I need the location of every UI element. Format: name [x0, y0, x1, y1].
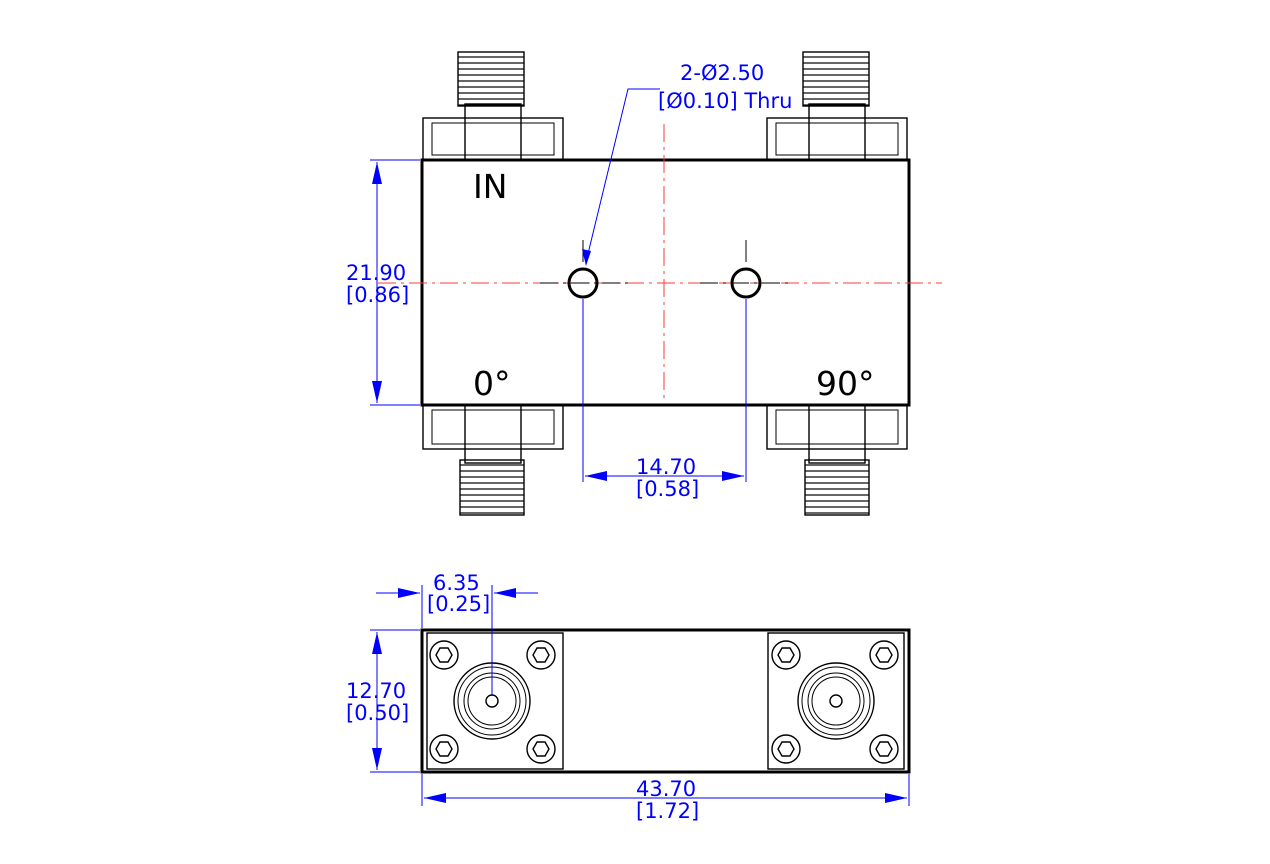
port-label-in: IN: [473, 167, 507, 206]
sma-port-right: [797, 662, 875, 740]
screw-left-bl: [429, 734, 459, 764]
screw-right-bl: [771, 734, 801, 764]
connector-bottom-right: [766, 404, 908, 516]
height-dimension-side: 12.70 [0.50]: [346, 629, 420, 773]
height-dim-in: [0.86]: [346, 283, 409, 307]
mounting-hole-right: [730, 267, 762, 299]
screw-right-br: [869, 734, 899, 764]
flange-right: [767, 632, 905, 770]
hole-spacing-mm: 14.70: [636, 455, 696, 479]
connector-offset-dimension: 6.35 [0.25]: [376, 571, 538, 696]
offset-dim-in: [0.25]: [427, 592, 490, 616]
connector-bottom-left: [422, 404, 564, 516]
height-dim-mm: 21.90: [346, 261, 406, 285]
width-dim-mm: 43.70: [636, 777, 696, 801]
hole-spacing-dimension: 14.70 [0.58]: [582, 299, 747, 501]
mounting-hole-left: [567, 267, 599, 299]
screw-right-tr: [869, 640, 899, 670]
hole-callout: 2-Ø2.50 [Ø0.10] Thru: [582, 61, 792, 266]
offset-dim-mm: 6.35: [433, 571, 480, 595]
port-label-0deg: 0°: [473, 364, 511, 403]
side-view-body: [420, 628, 911, 774]
top-view: IN 0° 90° 2-Ø2.50 [Ø0.10] Thru 21.90 [0.…: [346, 51, 942, 516]
width-dim-in: [1.72]: [636, 799, 699, 823]
width-dimension: 43.70 [1.72]: [421, 774, 910, 823]
side-view: 6.35 [0.25] 12.70 [0.50] 43.70 [1.72]: [346, 571, 911, 823]
screw-left-tl: [429, 640, 459, 670]
port-label-90deg: 90°: [816, 364, 875, 403]
hole-callout-line1: 2-Ø2.50: [680, 61, 764, 85]
side-height-mm: 12.70: [346, 679, 406, 703]
connector-top-left: [422, 51, 564, 161]
flange-left: [426, 632, 564, 770]
hole-callout-line2: [Ø0.10] Thru: [658, 89, 792, 113]
height-dimension-top: 21.90 [0.86]: [346, 159, 420, 406]
side-height-in: [0.50]: [346, 701, 409, 725]
screw-left-tr: [526, 640, 556, 670]
screw-left-br: [526, 734, 556, 764]
hole-spacing-in: [0.58]: [636, 477, 699, 501]
screw-right-tl: [771, 640, 801, 670]
